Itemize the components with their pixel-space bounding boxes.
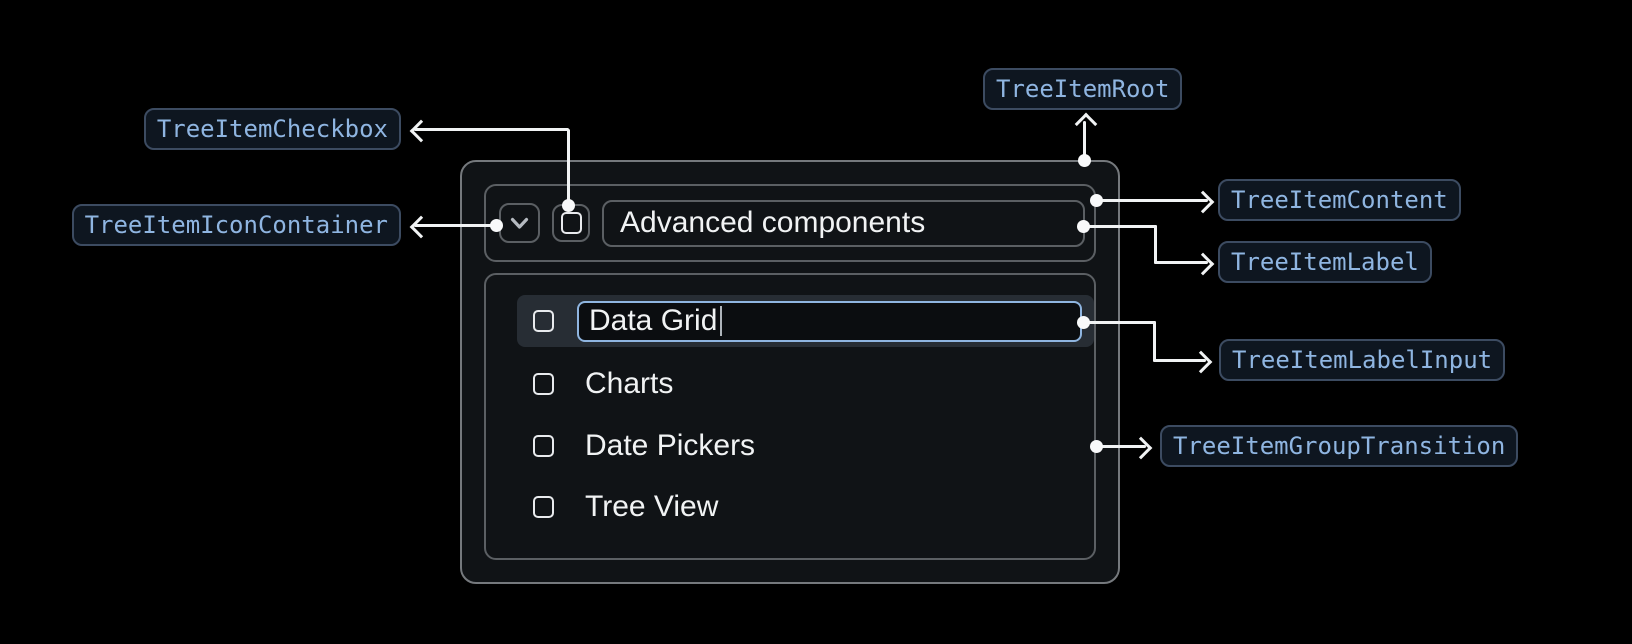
anchor-dot [1076,315,1090,329]
annotation-tree-item-checkbox: TreeItemCheckbox [143,108,401,150]
tree-item-label[interactable]: Advanced components [602,199,1085,247]
parent-item-label: Advanced components [620,206,926,239]
annotation-tree-item-group-transition: TreeItemGroupTransition [1160,425,1519,467]
arrowhead-up-icon [1074,112,1097,136]
expand-collapse-button[interactable] [499,203,540,243]
annotation-tree-item-content: TreeItemContent [1218,179,1461,221]
anchor-dot [561,198,575,212]
tree-item-group: Data Grid Charts Date Pickers Tree View [484,273,1096,560]
chevron-down-icon [510,217,529,229]
anchor-dot [1076,219,1090,233]
annotation-tree-item-label: TreeItemLabel [1218,241,1432,283]
checkbox-unchecked-icon[interactable] [533,496,554,518]
checkbox-unchecked-icon[interactable] [533,435,554,457]
checkbox-unchecked-icon [560,212,582,234]
anchor-dot [1089,193,1103,207]
arrowhead-right-icon [1191,252,1215,275]
label-input-value: Data Grid [589,304,718,337]
tree-item-row-editing[interactable]: Data Grid [517,295,1094,347]
text-cursor [720,306,723,336]
tree-item-row[interactable]: Tree View [517,481,1094,533]
tree-item-label-input[interactable]: Data Grid [577,300,1082,342]
tree-item-label: Date Pickers [585,429,756,462]
arrowhead-right-icon [1191,190,1215,213]
annotation-tree-item-label-input: TreeItemLabelInput [1219,339,1506,381]
checkbox-unchecked-icon[interactable] [533,373,554,395]
anchor-dot [1089,439,1103,453]
arrowhead-left-icon [409,119,433,142]
anchor-dot [489,218,503,232]
arrowhead-right-icon [1129,436,1153,459]
arrowhead-right-icon [1189,350,1213,373]
tree-item-row[interactable]: Date Pickers [517,420,1094,472]
tree-item-label: Tree View [585,490,719,523]
arrowhead-left-icon [409,215,433,238]
tree-item-row[interactable]: Charts [517,358,1094,410]
annotation-tree-item-icon-container: TreeItemIconContainer [71,204,401,246]
tree-item-content[interactable]: Advanced components [484,184,1096,262]
tree-item-label: Charts [585,367,674,400]
annotation-tree-item-root: TreeItemRoot [983,68,1183,110]
checkbox-unchecked-icon[interactable] [533,310,554,332]
anchor-dot [1077,153,1091,167]
